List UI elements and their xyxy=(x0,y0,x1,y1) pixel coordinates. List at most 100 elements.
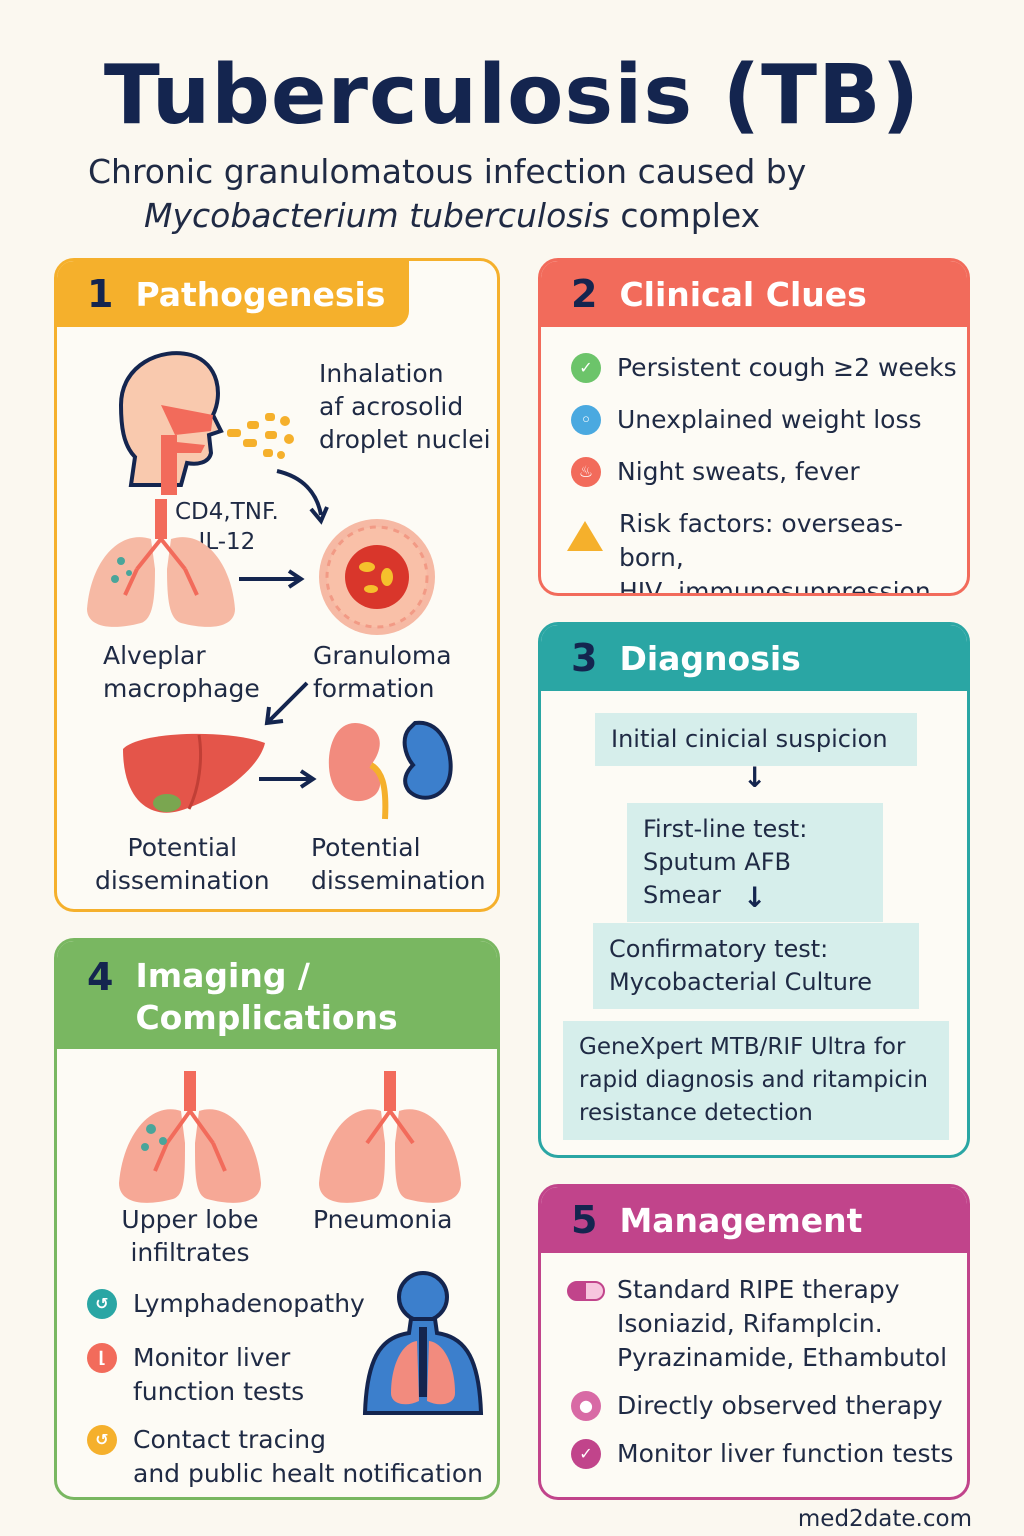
title-line: Imaging / xyxy=(135,956,310,995)
label-line: Alveplar xyxy=(103,641,206,670)
complication-item: ⌊ Monitor liver function tests xyxy=(87,1341,304,1409)
complication-text: Contact tracing and public healt notific… xyxy=(133,1423,483,1491)
person-chest-icon xyxy=(362,1271,484,1415)
section-title: Pathogenesis xyxy=(135,274,386,314)
clue-item: ✓ Persistent cough ≥2 weeks xyxy=(571,351,957,385)
step-line: First-line test: xyxy=(643,815,808,843)
management-text: Standard RIPE therapy Isoniazid, Rifampl… xyxy=(617,1273,947,1375)
label-line: infiltrates xyxy=(130,1238,250,1267)
label-line: Potential xyxy=(127,833,238,862)
warning-icon xyxy=(567,521,603,551)
clue-item: ◦ Unexplained weight loss xyxy=(571,403,922,437)
granuloma-label: Granuloma formation xyxy=(313,639,452,705)
complication-line: function tests xyxy=(133,1377,305,1406)
subtitle-complex: complex xyxy=(609,196,761,235)
liver-monitor-icon: ⌊ xyxy=(87,1343,117,1373)
complication-text: Monitor liver function tests xyxy=(133,1341,304,1409)
liver-icon xyxy=(123,733,265,813)
title-line: Complications xyxy=(135,998,398,1037)
clinical-clues-header: 2 Clinical Clues xyxy=(541,261,967,327)
complication-line: Monitor liver xyxy=(133,1343,291,1372)
imaging-header: 4 Imaging / Complications xyxy=(57,941,497,1049)
right-arrow-icon xyxy=(259,769,317,789)
section-number: 3 xyxy=(571,636,598,680)
pneumonia-label: Pneumonia xyxy=(313,1205,453,1234)
clue-item: ♨ Night sweats, fever xyxy=(571,455,860,489)
dissemination-right-label: Potential dissemination xyxy=(311,831,486,897)
aerosol-droplets-icon xyxy=(227,413,294,459)
diagnosis-header: 3 Diagnosis xyxy=(541,625,967,691)
clue-text: Unexplained weight loss xyxy=(617,405,922,434)
clue-text: Night sweats, fever xyxy=(617,457,860,486)
head-icon xyxy=(118,351,224,495)
complication-item: ↺ Lymphadenopathy xyxy=(87,1287,365,1321)
diagonal-arrow-icon xyxy=(264,681,309,726)
pill-icon xyxy=(567,1281,605,1301)
management-line: Isoniazid, Rifamplcin. xyxy=(617,1309,883,1338)
clue-text: Risk factors: overseas-born, HIV, immuno… xyxy=(619,507,967,596)
section-number: 4 xyxy=(87,955,114,999)
clue-line: HIV, immunosuppression xyxy=(619,577,931,596)
management-line: Standard RIPE therapy xyxy=(617,1275,900,1304)
pathogenesis-card: 1 Pathogenesis Inhalation af acrosolid d… xyxy=(54,258,500,912)
page-subtitle: Chronic granulomatous infection caused b… xyxy=(88,150,908,238)
cytokine-line: CD4,TNF. xyxy=(175,499,279,525)
section-title: Imaging / Complications xyxy=(135,955,397,1039)
checkmark-icon: ✓ xyxy=(571,1439,601,1469)
label-line: Granuloma xyxy=(313,641,452,670)
contact-tracing-icon: ↺ xyxy=(87,1425,117,1455)
label-line: macrophage xyxy=(103,674,260,703)
label-line: Upper lobe xyxy=(121,1205,259,1234)
subtitle-line1: Chronic granulomatous infection caused b… xyxy=(88,152,807,191)
thermometer-icon: ♨ xyxy=(571,457,601,487)
management-card: 5 Management Standard RIPE therapy Isoni… xyxy=(538,1184,970,1500)
subtitle-line2: Mycobacterium tuberculosis complex xyxy=(88,194,908,238)
label-line: dissemination xyxy=(95,866,270,895)
kidney-icon xyxy=(328,720,453,820)
clue-item: Risk factors: overseas-born, HIV, immuno… xyxy=(567,507,967,596)
section-title: Management xyxy=(619,1200,863,1240)
down-arrow-icon: ↓ xyxy=(743,881,767,914)
section-number: 2 xyxy=(571,272,598,316)
clue-text: Persistent cough ≥2 weeks xyxy=(617,353,957,382)
complication-line: Contact tracing xyxy=(133,1425,327,1454)
pneumonia-lungs-icon xyxy=(319,1071,461,1203)
management-item: ● Directly observed therapy xyxy=(571,1389,943,1423)
note-line: resistance detection xyxy=(579,1100,813,1126)
diagnosis-step-smear: First-line test: Sputum AFB Smear xyxy=(627,803,883,922)
complication-item: ↺ Contact tracing and public healt notif… xyxy=(87,1423,483,1491)
step-line: Mycobacterial Culture xyxy=(609,968,873,996)
section-number: 5 xyxy=(571,1198,598,1242)
macrophage-label: Alveplar macrophage xyxy=(103,639,260,705)
note-line: rapid diagnosis and ritampicin xyxy=(579,1067,928,1093)
clinical-clues-card: 2 Clinical Clues ✓ Persistent cough ≥2 w… xyxy=(538,258,970,596)
page-title: Tuberculosis (TB) xyxy=(103,48,921,143)
complication-line: and public healt notification xyxy=(133,1459,483,1488)
person-icon: ● xyxy=(571,1391,601,1421)
section-title: Clinical Clues xyxy=(619,274,867,314)
lungs-icon xyxy=(87,499,235,627)
inhalation-line: droplet nuclei xyxy=(319,425,491,454)
organism-name: Mycobacterium tuberculosis xyxy=(144,196,610,235)
management-text: Monitor liver function tests xyxy=(617,1439,954,1468)
scale-icon: ◦ xyxy=(571,405,601,435)
dissemination-left-label: Potential dissemination xyxy=(95,831,270,897)
inhalation-line: Inhalation xyxy=(319,359,444,388)
label-line: dissemination xyxy=(311,866,486,895)
management-item: ✓ Monitor liver function tests xyxy=(571,1437,953,1471)
label-line: formation xyxy=(313,674,435,703)
check-icon: ✓ xyxy=(571,353,601,383)
imaging-card: 4 Imaging / Complications Upper lobe inf… xyxy=(54,938,500,1500)
pathogenesis-header: 1 Pathogenesis xyxy=(57,261,409,327)
complication-text: Lymphadenopathy xyxy=(133,1289,365,1318)
section-number: 1 xyxy=(87,272,114,316)
inhalation-text: Inhalation af acrosolid droplet nuclei xyxy=(319,357,491,456)
label-line: Potential xyxy=(311,833,421,862)
granuloma-icon xyxy=(319,519,435,635)
lymph-node-icon: ↺ xyxy=(87,1289,117,1319)
section-title: Diagnosis xyxy=(619,638,801,678)
inhalation-line: af acrosolid xyxy=(319,392,464,421)
management-text: Directly observed therapy xyxy=(617,1391,943,1420)
footer-site[interactable]: med2date.com xyxy=(797,1506,972,1532)
diagnosis-card: 3 Diagnosis Initial cinicial suspicion ↓… xyxy=(538,622,970,1158)
